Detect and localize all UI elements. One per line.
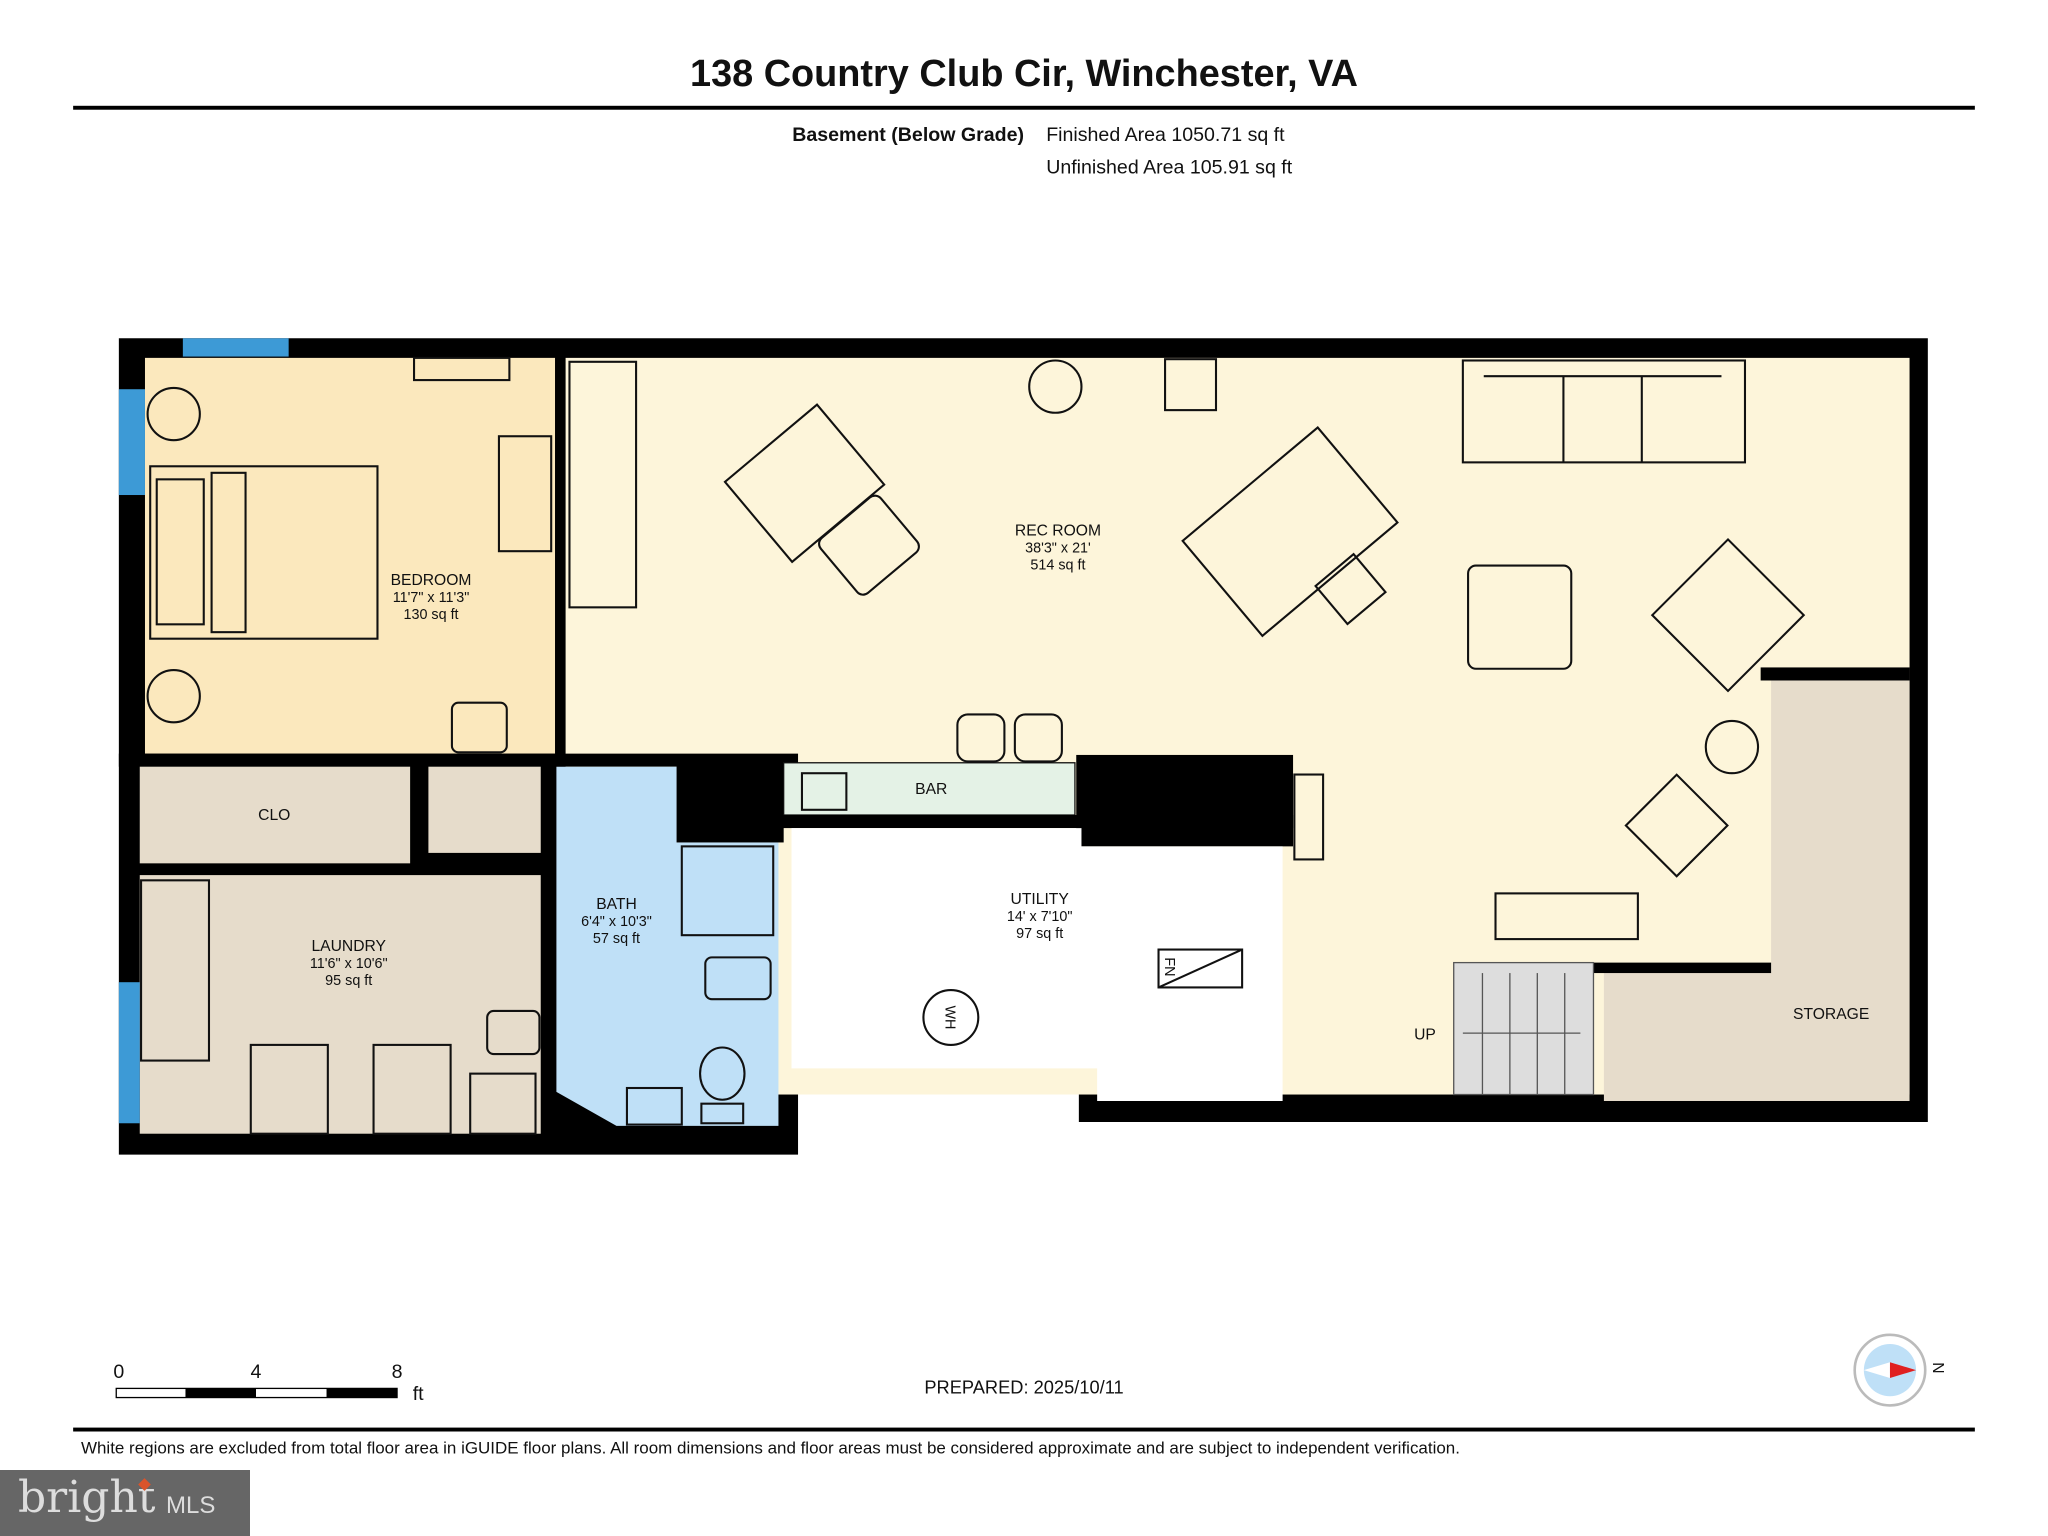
- laundry-dims: 11'6" x 10'6": [310, 956, 388, 972]
- storage-area: [1603, 680, 1910, 1102]
- disclaimer: White regions are excluded from total fl…: [81, 1439, 1460, 1458]
- furniture: [140, 356, 1806, 1135]
- page-title: 138 Country Club Cir, Winchester, VA: [690, 53, 1358, 95]
- water-heater-label: WH: [942, 1006, 958, 1030]
- utility-area: [791, 828, 1283, 1102]
- compass-icon: [1853, 1333, 1927, 1407]
- rec-room-dims: 38'3" x 21': [1025, 540, 1091, 556]
- utility-dims: 14' x 7'10": [1007, 909, 1073, 925]
- scale-bar: 0 4 8 ft: [113, 1361, 424, 1405]
- floor-label: Basement (Below Grade): [792, 124, 1024, 146]
- stair-treads: [1462, 973, 1581, 1095]
- footer-divider: [73, 1427, 1975, 1432]
- stairs: [1453, 961, 1595, 1096]
- interior-wall: [118, 753, 799, 767]
- bedroom-name: BEDROOM: [391, 572, 472, 589]
- clo-area: [139, 766, 411, 864]
- scale-tick: 8: [392, 1361, 403, 1383]
- closet-area: [428, 766, 541, 853]
- bedroom-dims: 11'7" x 11'3": [393, 590, 470, 606]
- prepared-date: PREPARED: 2025/10/11: [924, 1377, 1123, 1398]
- utility-name: UTILITY: [1011, 891, 1070, 908]
- window: [182, 338, 289, 357]
- logo-suffix: MLS: [166, 1492, 216, 1519]
- stairs-label: UP: [1414, 1027, 1436, 1044]
- header-divider: [73, 105, 1975, 110]
- bath-area: [556, 766, 779, 1126]
- bedroom-area-text: 130 sq ft: [403, 607, 458, 623]
- scale-tick: 0: [113, 1361, 124, 1383]
- window: [118, 389, 145, 496]
- compass-label: N: [1929, 1362, 1946, 1373]
- utility-area-text: 97 sq ft: [1016, 926, 1063, 942]
- interior-wall: [555, 357, 566, 755]
- furnace-label: FN: [1161, 957, 1177, 976]
- stairs-wall: [1593, 962, 1772, 974]
- bar-block: [676, 754, 784, 843]
- bar-block: [1076, 754, 1294, 847]
- bright-mls-logo: bright MLS: [0, 1470, 250, 1536]
- finished-area: Finished Area 1050.71 sq ft: [1046, 124, 1285, 146]
- bath-name: BATH: [596, 896, 637, 913]
- bar-counter: [783, 762, 1076, 816]
- window: [118, 982, 140, 1124]
- rec-room-area-text: 514 sq ft: [1030, 557, 1085, 573]
- bedroom-area: [144, 357, 556, 754]
- logo-brand: bright: [18, 1472, 156, 1523]
- utility-wall: [781, 815, 1294, 829]
- storage-name: STORAGE: [1793, 1006, 1869, 1023]
- scale-unit: ft: [413, 1383, 424, 1405]
- scale-tick: 4: [251, 1361, 262, 1383]
- bath-dims: 6'4" x 10'3": [581, 914, 652, 930]
- clo-name: CLO: [258, 807, 290, 824]
- bar-name: BAR: [915, 781, 947, 798]
- water-heater: [922, 988, 980, 1046]
- bath-area-text: 57 sq ft: [593, 931, 640, 947]
- unfinished-area: Unfinished Area 105.91 sq ft: [1046, 157, 1293, 179]
- laundry-area: [139, 875, 541, 1134]
- laundry-area-text: 95 sq ft: [325, 973, 372, 989]
- storage-wall: [1760, 667, 1910, 681]
- furnace: [1157, 948, 1244, 989]
- rec-room-name: REC ROOM: [1015, 523, 1101, 540]
- laundry-name: LAUNDRY: [311, 938, 386, 955]
